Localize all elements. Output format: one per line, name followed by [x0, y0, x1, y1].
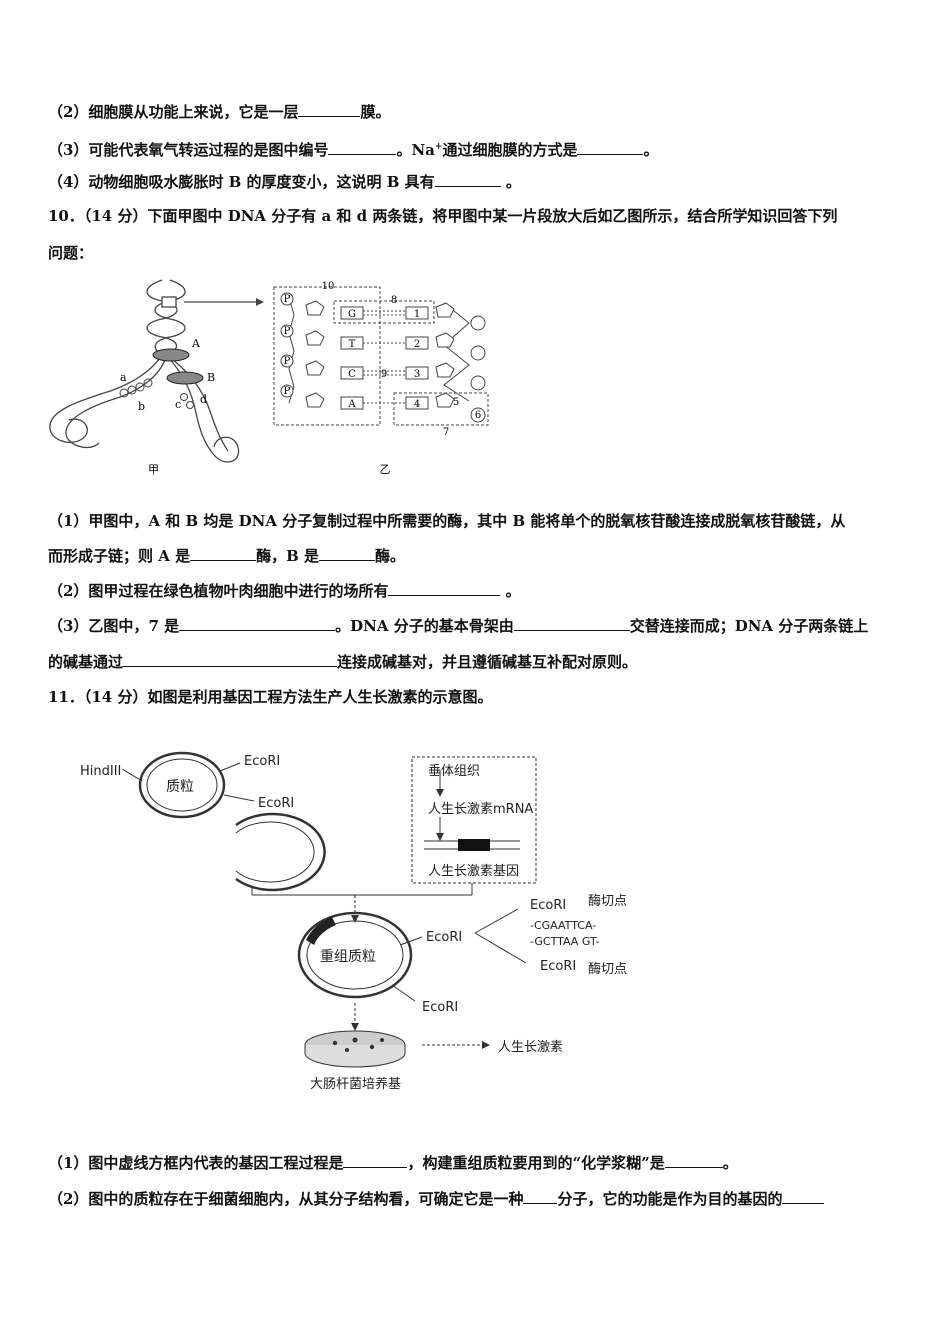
svg-text:8: 8 — [391, 295, 397, 306]
answer-blank[interactable] — [513, 616, 630, 631]
svg-text:P: P — [284, 356, 291, 367]
svg-text:EcoRI: EcoRI — [258, 796, 294, 811]
q11-part2: （2）图中的质粒存在于细菌细胞内，从其分子结构看，可确定它是一种分子，它的功能是… — [48, 1189, 825, 1209]
svg-text:5: 5 — [453, 397, 459, 408]
svg-text:P: P — [284, 326, 291, 337]
svg-text:a: a — [120, 371, 127, 384]
q10-part1: （1）甲图中，A 和 B 均是 DNA 分子复制过程中所需要的酶，其中 B 能将… — [48, 512, 846, 530]
svg-text:EcoRI: EcoRI — [530, 898, 566, 913]
svg-text:G: G — [348, 309, 356, 320]
svg-text:d: d — [200, 393, 207, 406]
svg-text:大肠杆菌培养基: 大肠杆菌培养基 — [310, 1076, 401, 1092]
svg-text:EcoRI: EcoRI — [244, 754, 280, 769]
svg-text:2: 2 — [414, 339, 420, 350]
svg-text:EcoRI: EcoRI — [426, 930, 462, 945]
svg-text:b: b — [138, 400, 145, 413]
answer-blank[interactable] — [179, 616, 336, 631]
answer-blank[interactable] — [434, 172, 501, 187]
q11-heading: 11．（14 分）如图是利用基因工程方法生产人生长激素的示意图。 — [48, 688, 493, 706]
answer-blank[interactable] — [388, 581, 501, 596]
q10-part2: （2）图甲过程在绿色植物叶肉细胞中进行的场所有 。 — [48, 581, 521, 600]
svg-text:-GCTTAA GT-: -GCTTAA GT- — [530, 935, 600, 948]
svg-text:P: P — [284, 386, 291, 397]
svg-text:-CGAATTCA-: -CGAATTCA- — [530, 919, 596, 932]
q10-part3: （3）乙图中，7 是。DNA 分子的基本骨架由交替连接而成；DNA 分子两条链上 — [48, 616, 869, 635]
answer-blank[interactable] — [523, 1189, 558, 1204]
answer-blank[interactable] — [328, 140, 397, 155]
svg-text:B: B — [207, 371, 215, 384]
svg-text:人生长激素mRNA: 人生长激素mRNA — [428, 802, 533, 817]
svg-text:HindIII: HindIII — [80, 764, 121, 779]
svg-text:10: 10 — [322, 281, 335, 292]
q9-part2: （2）细胞膜从功能上来说，它是一层膜。 — [48, 102, 391, 121]
svg-text:3: 3 — [414, 369, 420, 380]
svg-text:甲: 甲 — [148, 463, 159, 476]
svg-text:9: 9 — [381, 369, 387, 380]
q10-part3-cont: 的碱基通过连接成碱基对，并且遵循碱基互补配对原则。 — [48, 652, 638, 671]
answer-blank[interactable] — [319, 546, 375, 561]
answer-blank[interactable] — [664, 1153, 723, 1168]
svg-text:c: c — [175, 398, 181, 411]
svg-text:A: A — [191, 337, 201, 350]
svg-text:酶切点: 酶切点 — [588, 961, 627, 977]
q10-heading-cont: 问题： — [48, 244, 94, 262]
svg-text:EcoRI: EcoRI — [422, 1000, 458, 1015]
answer-blank[interactable] — [190, 546, 257, 561]
svg-text:人生长激素: 人生长激素 — [498, 1040, 563, 1055]
svg-text:1: 1 — [414, 309, 420, 320]
answer-blank[interactable] — [123, 652, 338, 667]
svg-text:质粒: 质粒 — [166, 779, 194, 795]
answer-blank[interactable] — [782, 1189, 825, 1204]
svg-text:A: A — [347, 399, 356, 410]
svg-text:C: C — [348, 369, 356, 380]
q9-part4: （4）动物细胞吸水膨胀时 B 的厚度变小，这说明 B 具有 。 — [48, 172, 521, 191]
answer-blank[interactable] — [577, 140, 644, 155]
svg-text:P: P — [284, 294, 291, 305]
answer-blank[interactable] — [343, 1153, 408, 1168]
svg-text:酶切点: 酶切点 — [588, 893, 627, 909]
dna-figure: A B a b c d 甲 P P — [49, 279, 489, 476]
svg-text:重组质粒: 重组质粒 — [320, 949, 376, 965]
svg-text:乙: 乙 — [380, 463, 391, 476]
answer-blank[interactable] — [298, 102, 361, 117]
svg-text:6: 6 — [475, 410, 481, 421]
svg-text:7: 7 — [443, 427, 449, 438]
svg-text:EcoRI: EcoRI — [540, 959, 576, 974]
q11-part1: （1）图中虚线方框内代表的基因工程过程是，构建重组质粒要用到的“化学浆糊”是。 — [48, 1153, 738, 1172]
gene-engineering-figure: HindIII EcoRI EcoRI 质粒 垂体组织 人生长激素mRNA 人生… — [80, 751, 627, 1092]
q10-heading: 10．（14 分）下面甲图中 DNA 分子有 a 和 d 两条链，将甲图中某一片… — [48, 207, 838, 225]
svg-text:人生长激素基因: 人生长激素基因 — [428, 864, 519, 879]
q10-part1-cont: 而形成子链；则 A 是酶，B 是酶。 — [48, 546, 406, 565]
q9-part3: （3）可能代表氧气转运过程的是图中编号。Na+通过细胞膜的方式是。 — [48, 140, 659, 159]
svg-text:4: 4 — [414, 399, 420, 410]
svg-text:T: T — [349, 339, 356, 350]
svg-text:垂体组织: 垂体组织 — [428, 764, 480, 779]
